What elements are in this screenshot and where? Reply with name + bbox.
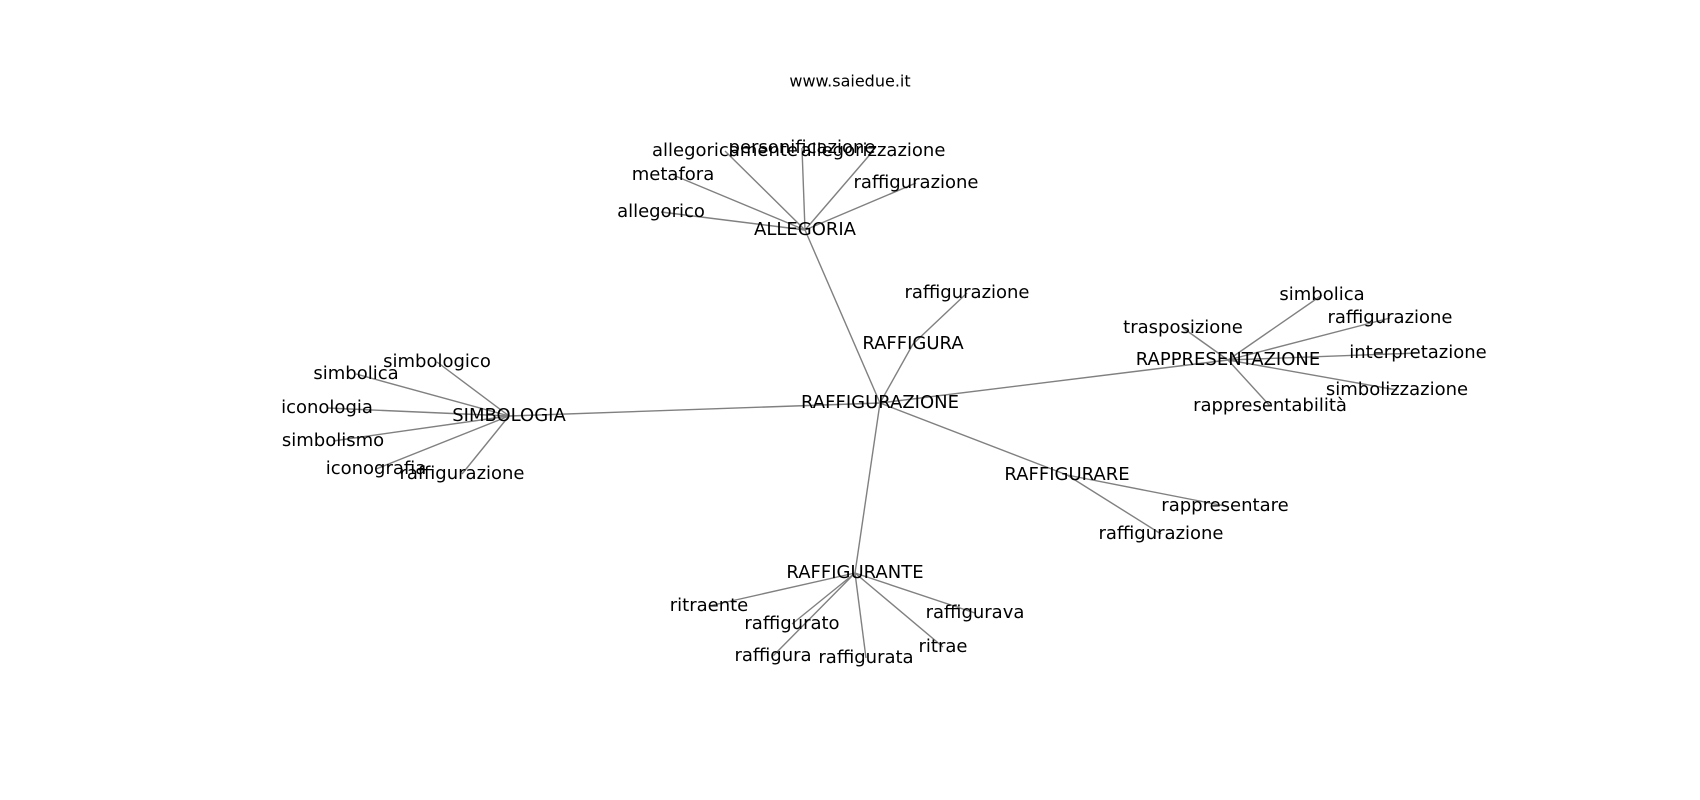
node-label: interpretazione — [1349, 342, 1486, 363]
node-label: raffigurata — [818, 647, 913, 668]
node-label: ALLEGORIA — [754, 219, 857, 240]
node-label: RAPPRESENTAZIONE — [1136, 349, 1321, 370]
node-label: raffigurava — [926, 602, 1025, 623]
edge-n5-e2 — [1066, 474, 1162, 535]
edge-n6-f1 — [708, 572, 856, 607]
node-label: iconografia — [326, 458, 427, 479]
node-label: raffigurazione — [1327, 307, 1452, 328]
edge-n1-a4 — [672, 174, 806, 231]
node-label: allegorico — [617, 201, 705, 222]
edge-n3-c3 — [1227, 317, 1391, 361]
edge-n4-d1 — [436, 361, 510, 417]
edge-n3-c2 — [1182, 327, 1229, 361]
node-label: personificazione — [729, 137, 876, 158]
edge-n4-d5 — [375, 415, 510, 470]
edge-n0-n4 — [508, 402, 881, 417]
edge-n3-c4 — [1227, 352, 1419, 361]
edge-n4-d4 — [332, 415, 510, 442]
node-label: RAFFIGURARE — [1004, 464, 1129, 485]
edge-n4-d6 — [461, 415, 510, 475]
node-label: raffigurato — [744, 613, 839, 634]
edge-n6-f6 — [854, 572, 867, 659]
edge-n0-n2 — [879, 343, 914, 404]
node-label: raffigurazione — [399, 463, 524, 484]
edge-n0-n6 — [854, 402, 881, 574]
node-label: trasposizione — [1123, 317, 1243, 338]
edge-n6-f2 — [791, 572, 856, 625]
edge-n0-n5 — [879, 402, 1068, 476]
label-layer: RAFFIGURAZIONE ALLEGORIA RAFFIGURA RAPPRESE… — [281, 137, 1487, 668]
node-label: SIMBOLOGIA — [452, 405, 566, 426]
edge-n1-a6 — [660, 211, 806, 231]
node-label: raffigura — [734, 645, 811, 666]
node-label: raffigurazione — [1098, 523, 1223, 544]
node-label: RAFFIGURA — [862, 333, 964, 354]
edge-n4-d2 — [355, 373, 510, 417]
edge-n1-a2 — [801, 147, 806, 231]
edge-n5-e1 — [1066, 474, 1226, 507]
node-label: iconologia — [281, 397, 373, 418]
node-label: raffigurazione — [904, 282, 1029, 303]
node-label: simbolizzazione — [1326, 379, 1468, 400]
node-label: RAFFIGURAZIONE — [801, 392, 959, 413]
edge-n1-a5 — [804, 182, 917, 231]
node-label: ritrae — [919, 636, 968, 657]
edge-n1-a1 — [724, 150, 806, 231]
edge-n0-n3 — [879, 359, 1229, 404]
edge-n6-f4 — [854, 572, 944, 648]
site-title: www.saiedue.it — [789, 72, 910, 91]
edge-n0-n1 — [804, 229, 881, 404]
edge-n2-b1 — [912, 292, 968, 345]
node-label: simbologico — [383, 351, 491, 372]
node-label: allegorizzazione — [801, 140, 946, 161]
node-label: simbolica — [313, 363, 398, 384]
node-label: allegoricamente — [652, 140, 798, 161]
edge-n3-c1 — [1227, 294, 1323, 361]
node-label: metafora — [632, 164, 714, 185]
edge-n6-f5 — [772, 572, 856, 657]
edge-n3-c6 — [1227, 359, 1271, 407]
edge-n6-f3 — [854, 572, 976, 614]
edge-n3-c5 — [1227, 359, 1398, 391]
edge-n1-a3 — [804, 150, 874, 231]
node-label: rappresentabilità — [1193, 395, 1347, 416]
node-label: RAFFIGURANTE — [786, 562, 923, 583]
node-label: rappresentare — [1161, 495, 1288, 516]
node-label: simbolica — [1279, 284, 1364, 305]
node-label: raffigurazione — [853, 172, 978, 193]
edge-layer — [326, 147, 1419, 659]
node-label: simbolismo — [282, 430, 384, 451]
node-label: ritraente — [670, 595, 749, 616]
edge-n4-d3 — [326, 407, 510, 417]
